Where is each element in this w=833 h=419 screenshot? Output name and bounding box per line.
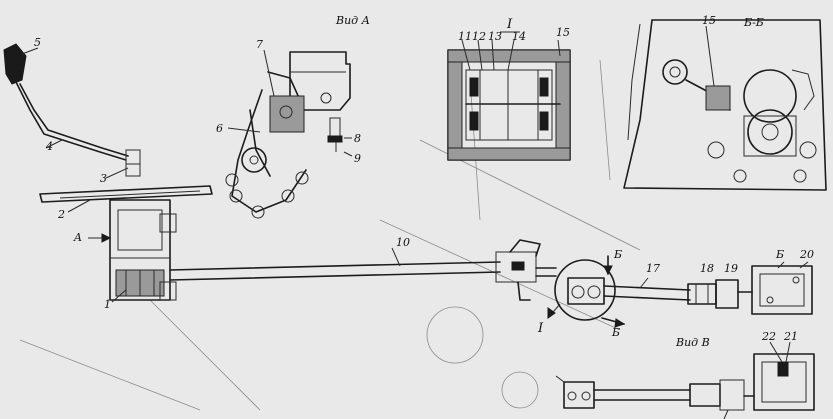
section-b-arrow-top: [603, 265, 613, 276]
lever-shaft: [15, 81, 127, 161]
callout-13: 13: [488, 30, 502, 43]
joint-housing: [567, 277, 605, 305]
callout-3: 3: [100, 172, 107, 185]
coupling-18: [687, 283, 717, 305]
section-b-b-large-boss: [743, 69, 797, 123]
section-b-b-lever: [705, 85, 731, 111]
detail-i-title: I: [506, 17, 513, 32]
lever-ball-joint: [125, 149, 141, 177]
lever-housing: [109, 199, 171, 301]
callout-5: 5: [34, 36, 41, 49]
detail-i-section: [447, 31, 571, 161]
callout-15: 15: [556, 26, 570, 39]
section-b-marker-right: Б: [775, 248, 784, 261]
view-v-title: Вид В: [675, 336, 710, 349]
callout-20: 20: [799, 248, 814, 261]
callout-7: 7: [256, 38, 263, 51]
detail-i-marker: I: [537, 321, 544, 336]
callout-6: 6: [216, 122, 223, 135]
callout-19: 19: [724, 262, 738, 275]
view-a-detail: [225, 49, 353, 219]
lever-knob: [3, 43, 27, 85]
callout-2: 2: [57, 208, 65, 221]
callout-15-section: 15: [702, 14, 716, 27]
coupling-19: [715, 279, 739, 309]
section-b-marker-top: Б: [613, 248, 622, 261]
section-b-b: [623, 19, 827, 191]
section-b-arrow-bottom: [614, 318, 626, 328]
callout-1: 1: [104, 298, 111, 311]
callout-17: 17: [646, 262, 660, 275]
section-b-b-outline: [623, 19, 827, 191]
view-v-joint: [563, 381, 595, 409]
callout-10: 10: [396, 236, 410, 249]
detail-i-circle: [554, 259, 616, 321]
view-a-marker: A: [73, 231, 82, 244]
lever-shaft-edge: [19, 83, 129, 157]
callout-8: 8: [354, 132, 361, 145]
gearshift-rod: [169, 239, 557, 301]
detail-i-bushing: [465, 69, 553, 141]
callout-21: 21: [783, 330, 798, 343]
callout-14: 14: [512, 30, 526, 43]
gear-lever-assembly: [3, 43, 213, 303]
callout-9: 9: [354, 152, 361, 165]
view-v-detail: [555, 341, 815, 419]
callout-18: 18: [700, 262, 714, 275]
view-v-cover: [753, 353, 815, 411]
floor-plate: [39, 185, 213, 203]
rod-bracket: [495, 251, 537, 283]
rear-rod-assembly: [603, 261, 813, 315]
callout-12: 12: [472, 30, 486, 43]
joint-assembly: [547, 255, 626, 328]
callout-labels: 5 4 3 2 1 A Вид А 7 6 8 9 I 11 12 13 14 …: [34, 14, 814, 349]
transmission-cover: [751, 265, 813, 315]
view-a-pivot: [241, 147, 267, 173]
view-a-title: Вид А: [335, 14, 370, 27]
callout-22: 22: [761, 330, 776, 343]
section-b-b-title: Б-Б: [743, 16, 764, 29]
callout-4: 4: [45, 140, 53, 153]
section-b-marker-bottom: Б: [611, 326, 620, 339]
callout-11: 11: [458, 30, 472, 43]
section-b-b-boss-left: [662, 59, 688, 85]
view-a-linkage-block: [269, 95, 305, 133]
view-a-arrow: [101, 233, 112, 243]
